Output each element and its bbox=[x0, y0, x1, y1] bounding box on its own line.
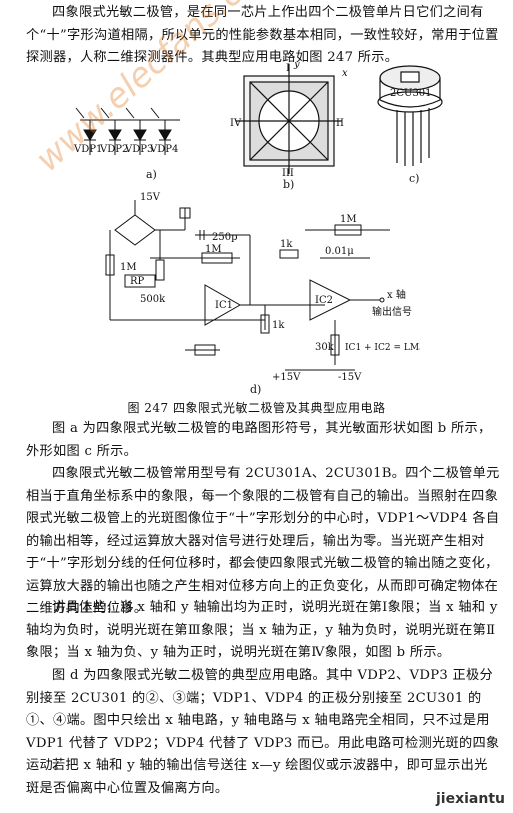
sub-label-a: a) bbox=[146, 168, 157, 180]
vdp2-label: VDP2 bbox=[99, 144, 128, 155]
cap-001u-label: 0.01μ bbox=[325, 246, 354, 257]
paragraph-3: 讲具体些，当 x 轴和 y 轴输出均为正时，说明光斑在第Ⅰ象限；当 x 轴和 y… bbox=[26, 600, 498, 660]
res-1m-label-3: 1M bbox=[340, 214, 357, 225]
vdp3-label: VDP3 bbox=[124, 144, 153, 155]
figure-c-package: 2CU301 c) bbox=[377, 65, 443, 185]
res-1m-label: 1M bbox=[120, 262, 137, 273]
res-30k-label: 30k bbox=[315, 342, 335, 353]
figure-caption: 图 247 四象限式光敏二极管及其典型应用电路 bbox=[127, 401, 386, 415]
vdp4-label: VDP4 bbox=[149, 144, 178, 155]
pwr-neg-label: -15V bbox=[338, 372, 362, 383]
ic-note-label: IC1 + IC2 = LM324 bbox=[345, 343, 420, 353]
res-1m-label-2: 1M bbox=[205, 244, 222, 255]
res-500k-label: 500k bbox=[140, 294, 166, 305]
cap-250p-label: 250p bbox=[212, 232, 238, 243]
figure-a-symbol: VDP1 VDP2 VDP3 VDP4 a) bbox=[73, 107, 180, 180]
axis-x-label: x bbox=[342, 68, 348, 79]
rp-label: RP bbox=[130, 276, 145, 287]
pwr-pos-label: +15V bbox=[272, 372, 301, 383]
ic2-label: IC2 bbox=[315, 295, 333, 306]
axis-y-label: y bbox=[293, 62, 300, 70]
paragraph-1: 图 a 为四象限式光敏二极管的电路图形符号，其光敏面形状如图 b 所示，外形如图… bbox=[26, 421, 492, 459]
output-signal-label: 输出信号 bbox=[372, 305, 412, 318]
quadrant-iv-label: IV bbox=[230, 118, 242, 129]
watermark-2: jiexiantu bbox=[436, 791, 505, 807]
figure-d-circuit: 15V 250p 1M 1M RP 500k IC1 1k 1k 1M 0.01… bbox=[105, 192, 420, 395]
intro-paragraph: 四象限式光敏二极管，是在同一芯片上作出四个二极管单片日它们之间有个“十”字形沟道… bbox=[26, 5, 499, 65]
paragraph-2: 四象限式光敏二极管常用型号有 2CU301A、2CU301B。四个二极管单元相当… bbox=[26, 466, 500, 616]
ic1-label: IC1 bbox=[215, 300, 233, 311]
part-number-label: 2CU301 bbox=[390, 88, 432, 99]
quadrant-ii-label: II bbox=[336, 118, 344, 129]
res-1k-label-2: 1k bbox=[280, 239, 293, 250]
x-axis-output-label: x 轴 bbox=[387, 288, 406, 301]
sub-label-c: c) bbox=[409, 172, 419, 185]
paragraph-5: 若把 x 轴和 y 轴的输出信号送往 x—y 绘图仪或示波器中，即可显示出光斑是… bbox=[26, 758, 488, 796]
figure-b-photosensitive-surface: I II III IV x y b) bbox=[230, 62, 348, 190]
res-1k-label: 1k bbox=[272, 320, 285, 331]
sub-label-b: b) bbox=[283, 178, 294, 190]
supply-top-label: 15V bbox=[140, 192, 161, 203]
quadrant-i-label: I bbox=[286, 63, 290, 74]
vdp1-label: VDP1 bbox=[73, 144, 102, 155]
paragraph-4: 图 d 为四象限式光敏二极管的典型应用电路。其中 VDP2、VDP3 正极分别接… bbox=[26, 668, 500, 773]
sub-label-d: d) bbox=[250, 383, 261, 395]
quadrant-iii-label: III bbox=[282, 168, 294, 179]
